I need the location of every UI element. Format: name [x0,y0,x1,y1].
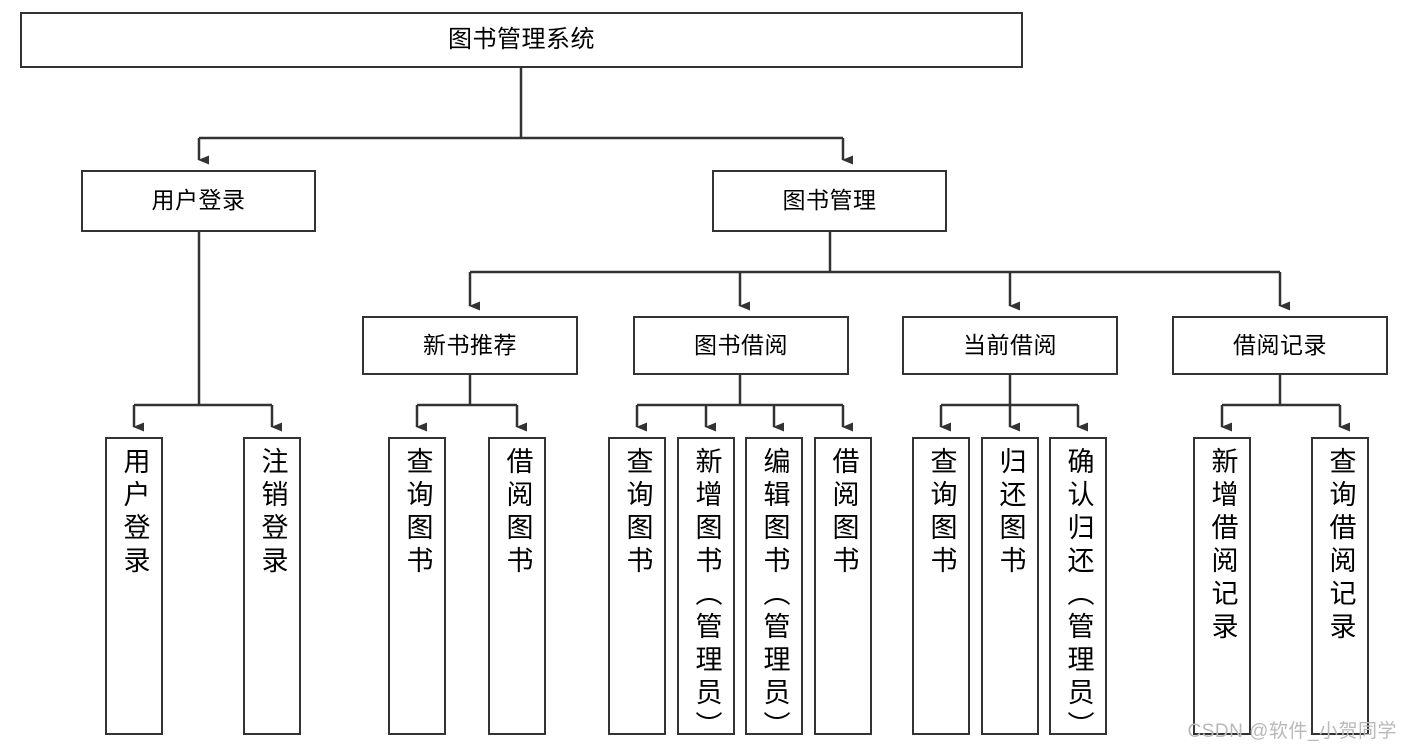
leaf-user-login[interactable]: 用户登录 [105,437,163,735]
leaf-return-book[interactable]: 归还图书 [981,437,1039,735]
node-label: 用户登录 [119,447,150,579]
node-label: 查询借阅记录 [1325,447,1356,645]
node-label: 图书管理系统 [448,25,595,53]
node-label: 归还图书 [995,447,1026,579]
node-user-login[interactable]: 用户登录 [81,170,316,232]
node-root-system[interactable]: 图书管理系统 [20,12,1023,68]
node-label: 新增借阅记录 [1207,447,1238,645]
leaf-query-book-recommend[interactable]: 查询图书 [388,437,446,735]
node-label: 注销登录 [257,447,288,579]
node-label: 图书借阅 [694,331,788,358]
node-new-book-recommend[interactable]: 新书推荐 [362,316,578,375]
node-label: 当前借阅 [963,331,1057,358]
leaf-logout-login[interactable]: 注销登录 [243,437,301,735]
node-label: 图书管理 [782,187,877,214]
node-label: 编辑图书（管理员） [759,447,790,744]
leaf-borrow-book-recommend[interactable]: 借阅图书 [488,437,546,735]
node-label: 借阅图书 [502,447,533,579]
node-label: 用户登录 [151,187,246,214]
node-label: 借阅记录 [1233,331,1327,358]
node-book-borrow[interactable]: 图书借阅 [633,316,849,375]
node-label: 查询图书 [622,447,653,579]
node-label: 借阅图书 [828,447,859,579]
node-label: 新书推荐 [423,331,517,358]
node-label: 新增图书（管理员） [691,447,722,744]
node-label: 查询图书 [402,447,433,579]
leaf-borrow-book[interactable]: 借阅图书 [814,437,872,735]
leaf-edit-book-admin[interactable]: 编辑图书（管理员） [745,437,803,744]
node-book-management[interactable]: 图书管理 [712,170,947,232]
watermark-text: CSDN @软件_小贺同学 [1187,721,1397,742]
leaf-query-book-borrow[interactable]: 查询图书 [608,437,666,735]
node-borrow-record[interactable]: 借阅记录 [1172,316,1388,375]
leaf-add-book-admin[interactable]: 新增图书（管理员） [677,437,735,744]
leaf-confirm-return-admin[interactable]: 确认归还（管理员） [1049,437,1107,744]
leaf-query-book-current[interactable]: 查询图书 [912,437,970,735]
node-label: 确认归还（管理员） [1063,447,1094,744]
node-current-borrow[interactable]: 当前借阅 [902,316,1118,375]
leaf-add-borrow-record[interactable]: 新增借阅记录 [1193,437,1251,735]
node-label: 查询图书 [926,447,957,579]
leaf-query-borrow-record[interactable]: 查询借阅记录 [1311,437,1369,735]
